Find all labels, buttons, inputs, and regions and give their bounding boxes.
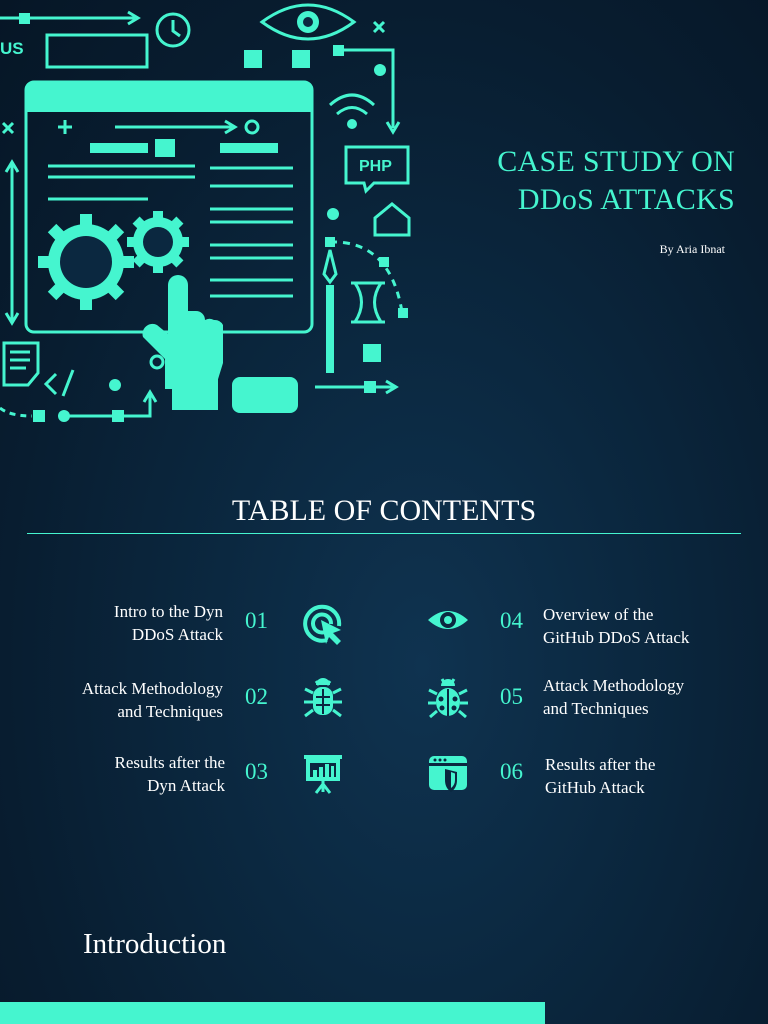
toc-item-05-label[interactable]: Attack Methodology and Techniques	[543, 676, 685, 718]
presentation-chart-icon	[304, 755, 342, 794]
toc-divider	[27, 533, 741, 534]
title-line-1: CASE STUDY ON	[497, 145, 735, 178]
svg-text:PHP: PHP	[359, 158, 392, 175]
eye-icon	[428, 611, 468, 629]
toc-item-04-number: 04	[500, 608, 523, 633]
toc-item-05-number: 05	[500, 684, 523, 709]
toc-item-04-label[interactable]: Overview of the GitHub DDoS Attack	[543, 605, 690, 647]
toc-item-06-label[interactable]: Results after the GitHub Attack	[545, 755, 656, 797]
toc-item-03-number: 03	[245, 759, 268, 784]
author-byline: By Aria Ibnat	[659, 242, 725, 256]
toc-item-03-label[interactable]: Results after the Dyn Attack	[114, 753, 225, 795]
hero-illustration: US PHP	[0, 3, 411, 422]
browser-shield-icon	[429, 756, 467, 792]
toc-item-02-label[interactable]: Attack Methodology and Techniques	[81, 679, 223, 721]
introduction-heading: Introduction	[83, 928, 227, 960]
toc-item-01-label[interactable]: Intro to the Dyn DDoS Attack	[113, 602, 223, 644]
virus-bug-icon	[428, 678, 468, 719]
bug-icon	[304, 678, 342, 718]
title-line-2: DDoS ATTACKS	[517, 183, 735, 216]
toc-item-06-number: 06	[500, 759, 523, 784]
cursor-target-icon	[303, 604, 342, 645]
toc-item-02-number: 02	[245, 684, 268, 709]
toc-item-01-number: 01	[245, 608, 268, 633]
presentation-title: CASE STUDY ON DDoS ATTACKS	[497, 143, 735, 219]
toc-heading: TABLE OF CONTENTS	[231, 494, 537, 527]
bottom-accent-bar	[0, 1002, 545, 1024]
svg-text:US: US	[0, 39, 24, 58]
